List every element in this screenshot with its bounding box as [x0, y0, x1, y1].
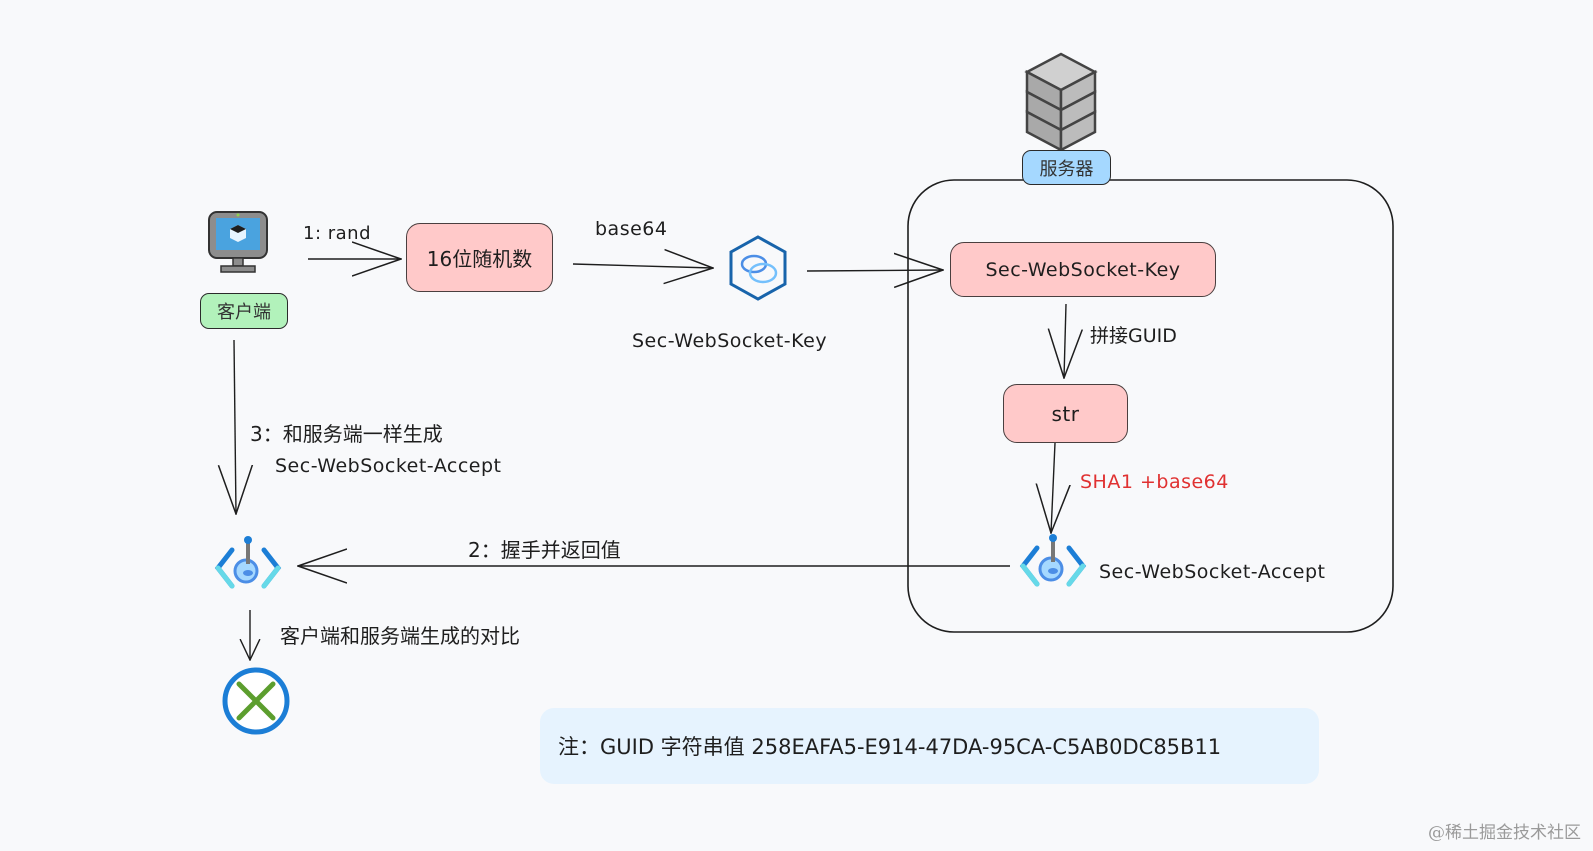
- arrow-sha1: [1051, 442, 1055, 533]
- str-box: str: [1003, 384, 1128, 443]
- label-client-generate-1: 3：和服务端一样生成: [250, 422, 443, 446]
- computer-icon: [208, 211, 268, 273]
- server-accept-icon: [1019, 534, 1087, 587]
- label-compare: 客户端和服务端生成的对比: [280, 624, 520, 648]
- label-sha1-base64: SHA1 +base64: [1080, 471, 1229, 493]
- server-stack-icon: [1024, 52, 1098, 153]
- arrow-to-server-key: [806, 270, 943, 271]
- server-key-box: Sec-WebSocket-Key: [950, 242, 1216, 297]
- label-base64: base64: [595, 218, 668, 240]
- label-rand: 1: rand: [303, 223, 372, 244]
- websocket-key-icon: [729, 235, 787, 301]
- label-handshake: 2：握手并返回值: [468, 538, 621, 562]
- guid-note: 注：GUID 字符串值 258EAFA5-E914-47DA-95CA-C5AB…: [540, 708, 1319, 784]
- label-client-generate-2: Sec-WebSocket-Accept: [275, 455, 502, 477]
- client-accept-icon: [214, 536, 282, 589]
- label-server-accept: Sec-WebSocket-Accept: [1099, 561, 1326, 583]
- client-tag: 客户端: [200, 293, 288, 329]
- guid-note-text: 注：GUID 字符串值 258EAFA5-E914-47DA-95CA-C5AB…: [558, 735, 1222, 759]
- compare-x-icon: [222, 667, 290, 735]
- server-container: [907, 179, 1394, 633]
- label-client-key: Sec-WebSocket-Key: [632, 330, 828, 352]
- arrow-base64: [572, 264, 713, 268]
- arrow-client-generate: [234, 339, 236, 514]
- server-tag: 服务器: [1022, 150, 1111, 185]
- arrow-concat-guid: [1064, 303, 1066, 378]
- label-concat-guid: 拼接GUID: [1090, 325, 1177, 347]
- watermark: @稀土掘金技术社区: [1428, 823, 1581, 843]
- random16-box: 16位随机数: [406, 223, 553, 292]
